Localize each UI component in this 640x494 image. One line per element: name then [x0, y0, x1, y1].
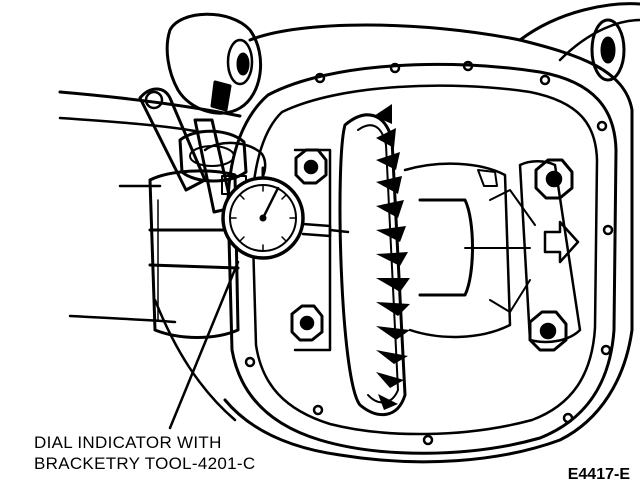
- flange-bolt-holes: [244, 60, 614, 446]
- callout-label-line-2: BRACKETRY TOOL-4201-C: [34, 454, 256, 473]
- figure-id: E4417-E: [567, 466, 630, 483]
- magnetic-base: [148, 169, 240, 339]
- bearing-cap-right: [518, 158, 582, 352]
- direction-arrow: [543, 220, 580, 264]
- ring-gear-teeth: [374, 104, 410, 410]
- cover-flange: [226, 60, 618, 455]
- dial-indicator: [221, 166, 350, 260]
- callout-label: DIAL INDICATOR WITH BRACKETRY TOOL-4201-…: [34, 432, 255, 474]
- dial-ticks: [230, 185, 296, 251]
- callout-leader-line: [168, 260, 240, 430]
- callout-label-line-1: DIAL INDICATOR WITH: [34, 433, 222, 452]
- bearing-cap-left: [290, 148, 332, 352]
- dial-needle: [261, 186, 280, 220]
- differential-case: [403, 162, 580, 339]
- ring-gear: [338, 104, 410, 417]
- axle-housing: [58, 2, 640, 464]
